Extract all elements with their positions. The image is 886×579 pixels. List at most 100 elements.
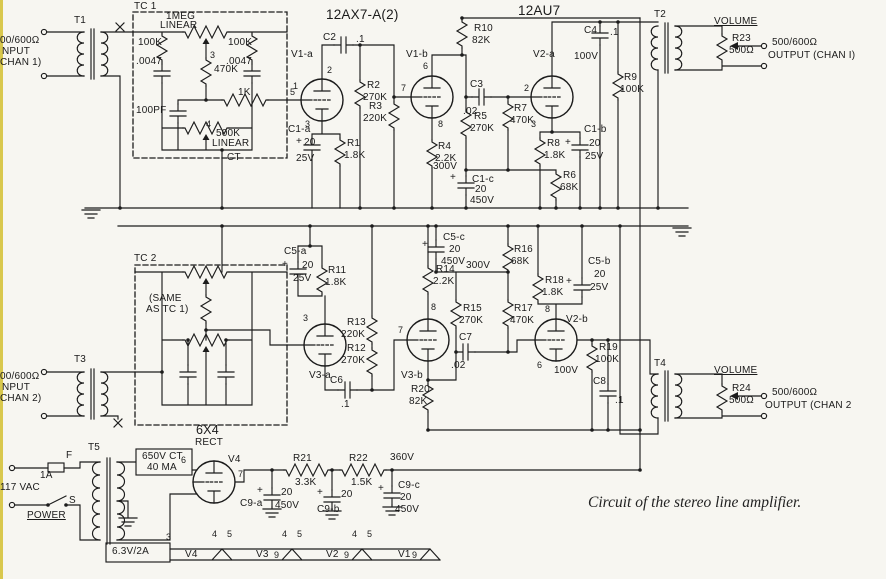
label-c9a-20: 20 — [281, 487, 293, 498]
v3a-stage — [289, 225, 408, 399]
junction-dots — [46, 16, 660, 507]
label-tc1-r-100k-left: 100K — [138, 37, 163, 48]
label-v2a-pin-3: 3 — [531, 119, 537, 129]
label-c5a-20: 20 — [302, 260, 314, 271]
label-c8-label: C8 — [593, 376, 607, 387]
label-c9c-450v: 450V — [395, 504, 420, 515]
label-r13-value: 220K — [341, 329, 366, 340]
label-heater-pin-5c: 5 — [367, 529, 373, 539]
label-c8-value: .1 — [615, 395, 624, 406]
figure-caption: Circuit of the stereo line amplifier. — [588, 494, 802, 511]
label-tc1-r-100k-right: 100K — [228, 37, 253, 48]
label-c9c-plus: + — [378, 483, 385, 494]
label-mains-label: 117 VAC — [0, 482, 40, 493]
v1b-stage — [410, 17, 641, 209]
label-t1-label: T1 — [74, 15, 87, 26]
label-r1-label: R1 — [347, 138, 361, 149]
label-r21-value: 3.3K — [295, 477, 317, 488]
label-heater-pin-4c: 4 — [352, 529, 358, 539]
label-tc1-pin-3: 3 — [210, 50, 216, 60]
label-output-1-impedance: 500/600Ω — [772, 37, 818, 48]
label-r5-label: R5 — [474, 111, 488, 122]
label-r18-value: 1.8K — [542, 287, 564, 298]
label-c1b-25v: 25V — [585, 151, 604, 162]
label-c3-value: .02 — [463, 106, 478, 117]
label-r4-value: 2.2K — [435, 153, 457, 164]
label-heater-winding: 6.3V/2A — [112, 546, 149, 557]
label-tc2-title: TC 2 — [134, 253, 157, 264]
label-r10-value: 82K — [472, 35, 491, 46]
label-tc1-title: TC 1 — [134, 1, 157, 12]
label-output-2-impedance: 500/600Ω — [772, 387, 818, 398]
label-c5a-label: C5-a — [284, 246, 307, 257]
label-c1a-20: 20 — [304, 137, 316, 148]
label-c9b-20: 20 — [341, 489, 353, 500]
label-t5-spec-1: 650V CT — [142, 451, 183, 462]
label-c1b-label: C1-b — [584, 124, 607, 135]
label-c1a-plus: + — [296, 136, 303, 147]
label-input-2-l3: CHAN 2) — [0, 393, 42, 404]
label-tc1-r-500k: 500K — [216, 128, 241, 139]
label-v4-pin-6: 6 — [181, 455, 187, 465]
label-c1c-plus: + — [450, 172, 457, 183]
label-v1b-pin-6: 6 — [423, 61, 429, 71]
label-v2a-label: V2-a — [533, 49, 555, 60]
bus-rails — [81, 17, 692, 471]
label-r15-value: 270K — [459, 315, 484, 326]
label-pot-1meg-linear: LINEAR — [160, 20, 198, 31]
label-c3-label: C3 — [470, 79, 484, 90]
label-c1c-label: C1-c — [472, 174, 494, 185]
label-heater-pin-3: 3 — [166, 532, 172, 542]
label-output-1-label: OUTPUT (CHAN I) — [768, 50, 856, 61]
label-r22-label: R22 — [349, 453, 368, 464]
label-tc1-pin-5: 5 — [290, 87, 296, 97]
label-tc1-c-100pf: 100PF — [136, 105, 167, 116]
label-r17-label: R17 — [514, 303, 533, 314]
label-r6-value: 68K — [560, 182, 579, 193]
label-r24-label: R24 — [732, 383, 751, 394]
v2b-stage — [532, 225, 659, 435]
label-v2b-pin-8: 8 — [545, 304, 551, 314]
label-node-100v-2: 100V — [554, 365, 579, 376]
label-r16-value: 68K — [511, 256, 530, 267]
label-c1c-450v: 450V — [470, 195, 495, 206]
tone-control-1 — [132, 11, 302, 209]
label-c5c-450v: 450V — [441, 256, 466, 267]
label-c1b-plus: + — [565, 137, 572, 148]
label-r8-value: 1.8K — [544, 150, 566, 161]
label-c5b-20: 20 — [594, 269, 606, 280]
label-r12-label: R12 — [347, 343, 366, 354]
label-r10-label: R10 — [474, 23, 493, 34]
label-c9a-label: C9-a — [240, 498, 263, 509]
label-r21-label: R21 — [293, 453, 312, 464]
label-fuse-label: F — [66, 450, 73, 461]
label-tc2-same-1: (SAME — [149, 293, 182, 304]
label-v1a-label: V1-a — [291, 49, 313, 60]
label-r4-label: R4 — [438, 141, 452, 152]
label-v4-label: V4 — [228, 454, 241, 465]
label-heater-pin-4b: 4 — [282, 529, 288, 539]
label-t4-label: T4 — [654, 358, 667, 369]
label-c9b-label: C9-b — [317, 504, 340, 515]
transformer-t1 — [43, 22, 134, 209]
label-c5b-label: C5-b — [588, 256, 611, 267]
output-1 — [650, 22, 763, 209]
label-r19-value: 100K — [595, 354, 620, 365]
label-v4-pin-7: 7 — [238, 469, 244, 479]
label-r20-label: R20 — [411, 384, 430, 395]
v1a-stage — [300, 36, 412, 209]
label-v1b-pin-8: 8 — [438, 119, 444, 129]
label-r23-value: 500Ω — [729, 45, 754, 56]
label-c7-value: .02 — [451, 360, 466, 371]
label-heater-v1: V1 — [398, 549, 411, 560]
label-v1a-pin-3: 3 — [305, 119, 311, 129]
label-c9a-plus: + — [257, 485, 264, 496]
label-c6-value: .1 — [341, 399, 350, 410]
label-tc1-r-1k: 1K — [238, 87, 251, 98]
label-node-100v-1: 100V — [574, 51, 599, 62]
label-c7-label: C7 — [459, 332, 473, 343]
label-tc1-c-0047-right: .0047 — [226, 56, 253, 67]
label-r9-label: R9 — [624, 72, 638, 83]
label-r17-value: 470K — [510, 315, 535, 326]
